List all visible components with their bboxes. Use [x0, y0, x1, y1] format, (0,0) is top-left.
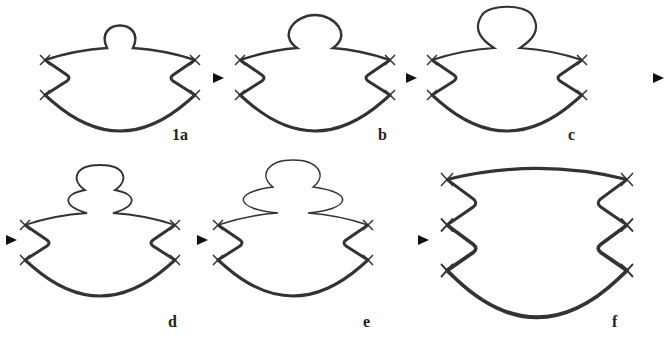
panel-label: e: [363, 314, 370, 330]
bellows-d: [20, 165, 180, 296]
bellows-e: [213, 160, 373, 296]
panel-label: d: [168, 314, 177, 330]
bellows-a: [40, 26, 200, 132]
bellows-b: [235, 15, 395, 131]
panel-label: f: [612, 314, 617, 330]
panel-label: 1a: [172, 127, 188, 143]
bellows-f: [441, 168, 633, 317]
bellows-c: [427, 7, 587, 131]
panel-label: b: [378, 127, 387, 143]
sequence-arrowheads: [6, 73, 664, 245]
panel-label: c: [568, 127, 575, 143]
